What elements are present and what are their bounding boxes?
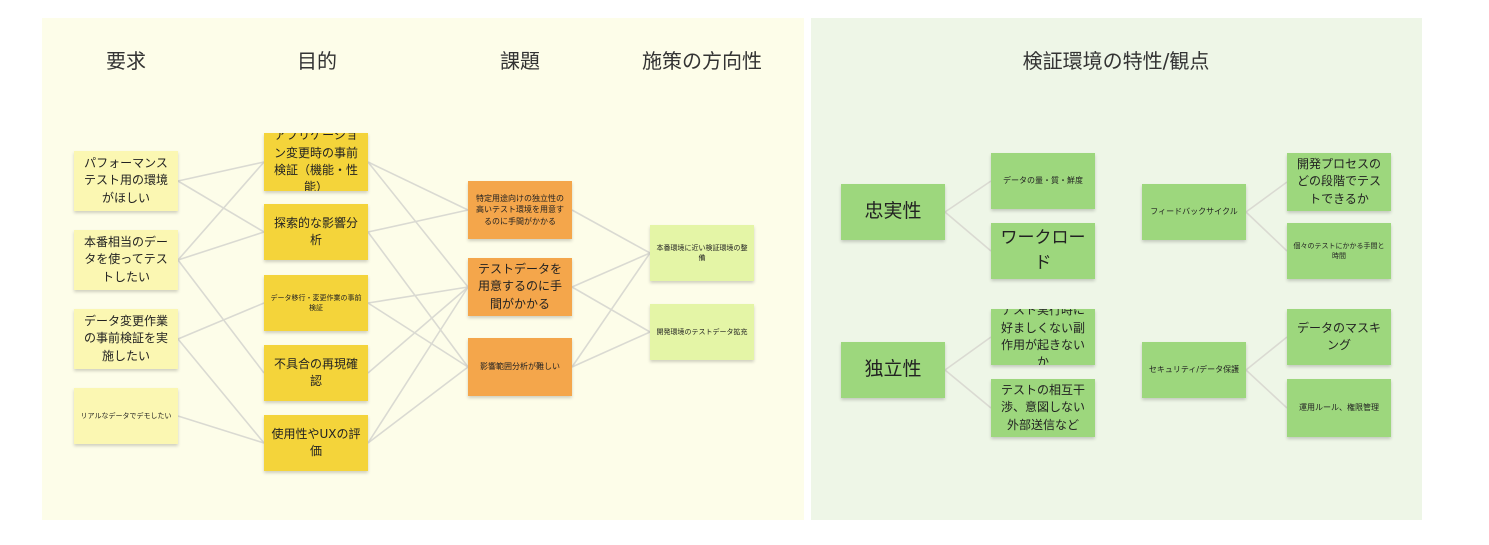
purpose-note[interactable]: 探索的な影響分析 [264, 204, 368, 260]
purpose-note[interactable]: 不具合の再現確認 [264, 345, 368, 401]
heading-direction: 施策の方向性 [642, 49, 762, 73]
connector-line [367, 286, 469, 374]
connector-line [944, 180, 992, 213]
connector-line [571, 209, 651, 254]
requirement-note[interactable]: データ変更作業の事前検証を実施したい [74, 309, 178, 369]
connector-line [571, 252, 651, 288]
connector-line [944, 211, 992, 252]
property-security-note[interactable]: セキュリティ/データ保護 [1142, 342, 1246, 398]
property-independence-note[interactable]: 独立性 [841, 342, 945, 398]
connector-line [1245, 336, 1288, 371]
property-detail-note[interactable]: 開発プロセスのどの段階でテストできるか [1287, 153, 1391, 211]
connector-line [1245, 181, 1288, 213]
connector-line [367, 286, 469, 304]
issue-note[interactable]: テストデータを用意するのに手間がかかる [468, 258, 572, 316]
heading-issues: 課題 [500, 49, 540, 73]
property-detail-note[interactable]: テスト実行時に好ましくない副作用が起きないか [991, 309, 1095, 365]
property-detail-note[interactable]: 運用ルール、権限管理 [1287, 379, 1391, 437]
connector-line [177, 180, 265, 233]
connector-line [367, 231, 469, 368]
issue-note[interactable]: 影響範囲分析が難しい [468, 338, 572, 396]
connector-line [1245, 369, 1288, 409]
connector-line [177, 338, 265, 444]
heading-purpose: 目的 [297, 49, 337, 73]
connector-line [177, 415, 265, 444]
connector-line [177, 302, 265, 340]
purpose-note[interactable]: アプリケーション変更時の事前検証（機能・性能） [264, 133, 368, 191]
connector-line [177, 259, 265, 374]
heading-environment-perspective: 検証環境の特性/観点 [1022, 49, 1210, 73]
issue-note[interactable]: 特定用途向けの独立性の高いテスト環境を用意するのに手間がかかる [468, 181, 572, 239]
property-detail-note[interactable]: データの量・質・鮮度 [991, 153, 1095, 209]
connector-line [944, 336, 992, 371]
property-detail-note[interactable]: 個々のテストにかかる手間と時間 [1287, 223, 1391, 279]
connector-line [367, 161, 469, 211]
purpose-note[interactable]: データ移行・変更作業の事前検証 [264, 275, 368, 331]
connector-line [177, 231, 265, 261]
property-detail-note[interactable]: テストの相互干渉、意図しない外部送信など [991, 379, 1095, 437]
property-detail-note[interactable]: ワークロード [991, 223, 1095, 279]
property-fidelity-note[interactable]: 忠実性 [841, 184, 945, 240]
connector-line [571, 331, 651, 368]
requirement-note[interactable]: パフォーマンステスト用の環境がほしい [74, 151, 178, 211]
heading-requirements: 要求 [106, 49, 146, 73]
connector-line [571, 252, 651, 368]
requirement-note[interactable]: 本番相当のデータを使ってテストしたい [74, 230, 178, 290]
connector-line [177, 161, 265, 261]
direction-note[interactable]: 本番環境に近い検証環境の整備 [650, 225, 754, 281]
connector-line [367, 286, 469, 444]
requirement-note[interactable]: リアルなデータでデモしたい [74, 388, 178, 444]
connector-line [367, 161, 469, 288]
connector-line [367, 366, 469, 444]
connector-line [177, 161, 265, 182]
connector-line [367, 302, 469, 368]
property-detail-note[interactable]: データのマスキング [1287, 309, 1391, 365]
purpose-note[interactable]: 使用性やUXの評価 [264, 415, 368, 471]
direction-note[interactable]: 開発環境のテストデータ拡充 [650, 304, 754, 360]
connector-line [367, 209, 469, 233]
property-feedback-note[interactable]: フィードバックサイクル [1142, 184, 1246, 240]
connector-line [944, 369, 992, 409]
connector-line [1245, 211, 1288, 252]
